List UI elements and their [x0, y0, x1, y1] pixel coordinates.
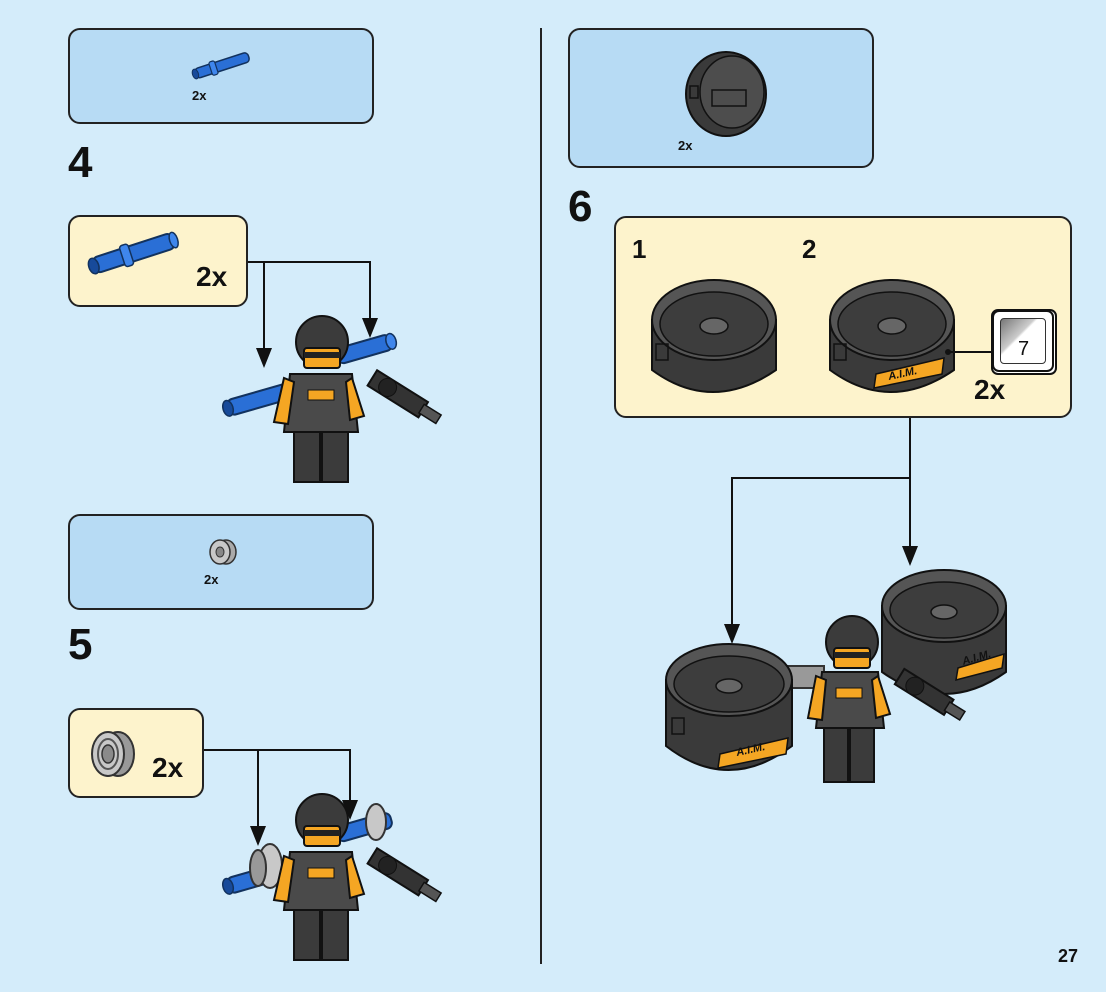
subassembly-callout-step-4: 2x	[68, 215, 248, 307]
wheel-hub-icon	[91, 731, 135, 777]
step-number-6: 6	[568, 182, 593, 231]
blue-pin-icon	[87, 231, 179, 275]
callout-qty: 2x	[152, 752, 184, 783]
callout-qty: 2x	[974, 374, 1006, 405]
parts-list-step-4: 2x	[68, 28, 374, 124]
substep-number-1: 1	[632, 234, 647, 264]
minifigure-with-wheels	[665, 569, 1007, 783]
parts-qty: 2x	[678, 138, 693, 153]
wheel-hub-icon	[209, 539, 237, 565]
subassembly-callout-step-6: 1 2 A.I.M. 7 2x	[614, 216, 1072, 418]
page-number: 27	[1057, 946, 1078, 966]
minifigure-with-pins	[221, 315, 443, 483]
step-number-5: 5	[68, 620, 93, 669]
wheel-drum-icon	[685, 51, 767, 137]
callout-qty: 2x	[196, 261, 228, 292]
sticker-ref-box: 7	[992, 310, 1054, 372]
parts-list-step-5: 2x	[68, 514, 374, 610]
column-divider	[540, 28, 542, 964]
wheel-drum-with-sticker	[829, 279, 955, 393]
wheel-drum-plain	[651, 279, 777, 393]
sticker-ref-number: 7	[1018, 338, 1030, 360]
minifigure-with-hubs	[221, 793, 443, 961]
step-number-4: 4	[68, 138, 93, 187]
blue-pin-icon	[191, 52, 250, 80]
parts-qty: 2x	[204, 572, 219, 587]
subassembly-callout-step-5: 2x	[68, 708, 204, 798]
parts-qty: 2x	[192, 88, 207, 103]
parts-list-step-6: 2x	[568, 28, 874, 168]
substep-number-2: 2	[802, 234, 817, 264]
